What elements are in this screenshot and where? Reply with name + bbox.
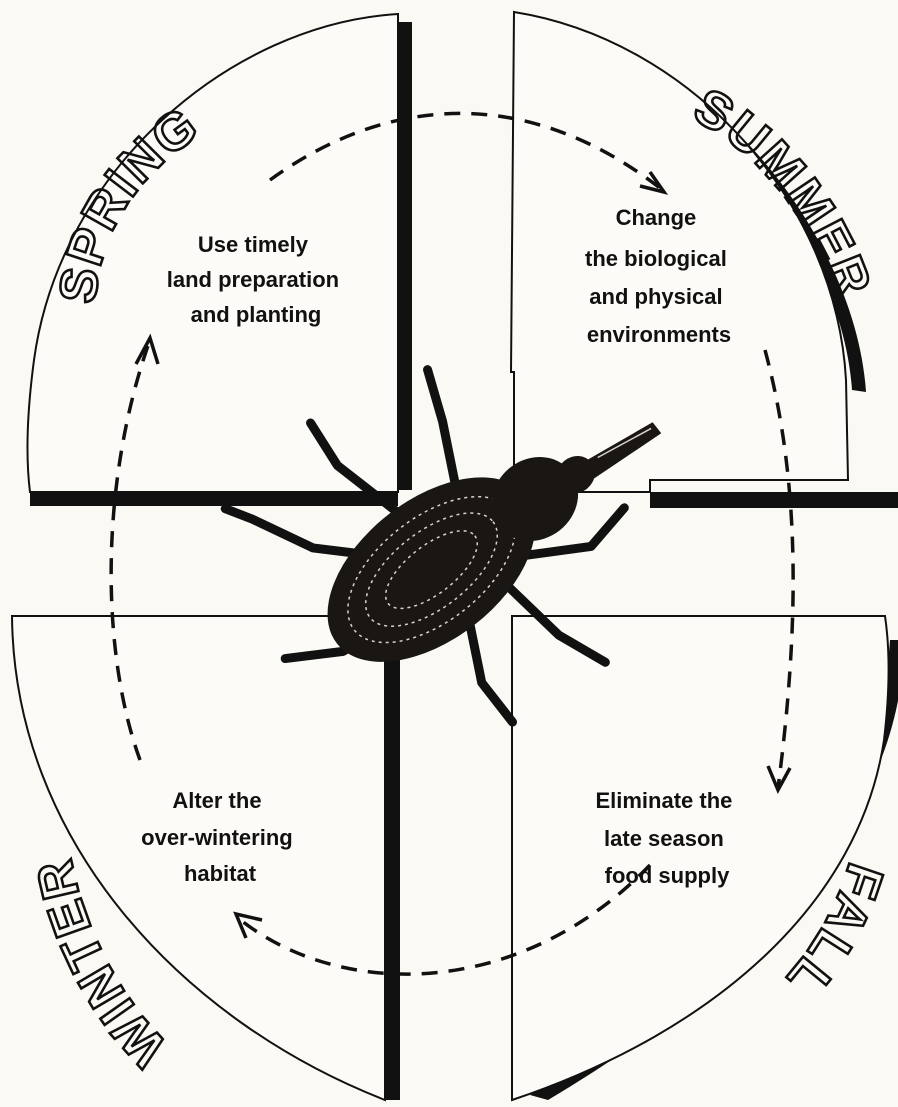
winter-description-line: over-wintering (141, 825, 293, 850)
fall-description-line: late season (604, 826, 724, 851)
summer-description-line: Change (616, 205, 697, 230)
summer-description-line: the biological (585, 246, 727, 271)
spring-description-line: and planting (191, 302, 322, 327)
summer-description-line: environments (587, 322, 731, 347)
spring-description-line: Use timely (198, 232, 309, 257)
winter-description-line: Alter the (172, 788, 261, 813)
summer-description-line: and physical (589, 284, 722, 309)
winter-description-line: habitat (184, 861, 257, 886)
fall-description-line: Eliminate the (595, 788, 732, 813)
quadrant-fall (512, 616, 889, 1100)
fall-description-line: food supply (605, 863, 730, 888)
fall-description: Eliminate the late season food supply (595, 788, 738, 888)
spring-description-line: land preparation (167, 267, 339, 292)
